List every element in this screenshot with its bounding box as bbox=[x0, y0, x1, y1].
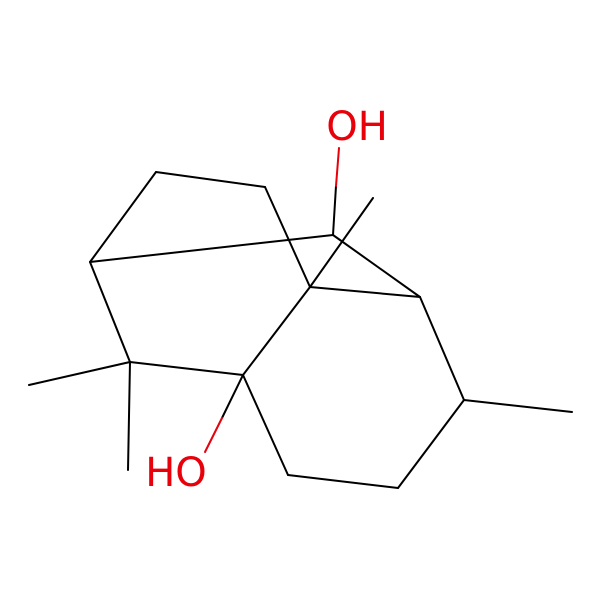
bond bbox=[221, 374, 244, 419]
bond bbox=[129, 361, 244, 376]
bond bbox=[28, 361, 131, 386]
bond bbox=[89, 171, 157, 263]
bond bbox=[155, 171, 266, 188]
bond bbox=[89, 234, 334, 263]
bond bbox=[287, 474, 399, 489]
bond bbox=[397, 399, 465, 489]
bond bbox=[332, 234, 421, 298]
bond bbox=[463, 399, 573, 413]
bonds bbox=[28, 147, 573, 489]
bond bbox=[204, 417, 223, 453]
bond bbox=[242, 286, 311, 376]
bond bbox=[309, 286, 421, 298]
bond bbox=[332, 185, 337, 236]
oh-label-top: OH bbox=[326, 104, 388, 150]
bond bbox=[242, 374, 289, 476]
bond bbox=[264, 186, 311, 288]
ho-label-bottom: HO bbox=[145, 450, 207, 496]
bond bbox=[127, 361, 131, 471]
bond bbox=[89, 261, 131, 363]
bond bbox=[419, 296, 465, 401]
bond bbox=[335, 147, 340, 187]
bond bbox=[309, 197, 374, 288]
